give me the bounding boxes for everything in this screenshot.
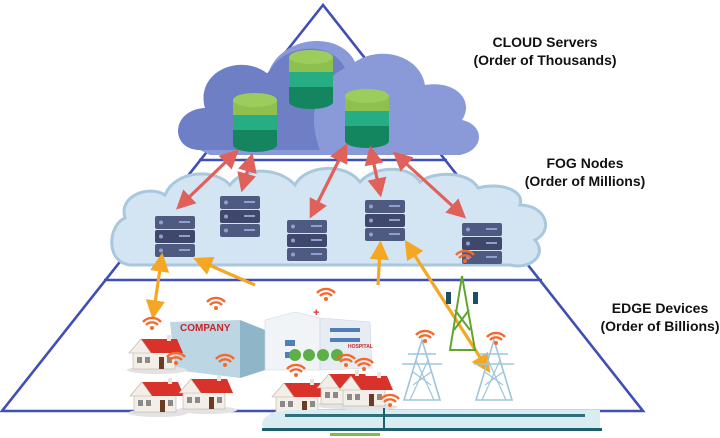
- fog-edge-links: [145, 239, 491, 374]
- cell-tower-icon: [446, 275, 478, 351]
- cloud-fog-arrow: [176, 149, 239, 210]
- cloud-fog-arrow: [392, 151, 467, 219]
- house-icon: [176, 374, 238, 415]
- fog-edge-arrow: [145, 252, 170, 320]
- fog-server-rack-icon: [365, 200, 405, 241]
- fog-server-rack-icon: [155, 216, 195, 257]
- wifi-icon: [141, 316, 163, 332]
- fog-edge-arrow: [404, 239, 491, 374]
- cloud-tier-scale: (Order of Thousands): [473, 52, 617, 68]
- train-icon: [262, 408, 602, 436]
- fog-server-rack-icon: [220, 196, 260, 237]
- cloud-fog-arrow: [237, 152, 257, 193]
- cloud-fog-arrow: [309, 143, 348, 219]
- fog-edge-arrow: [369, 240, 390, 286]
- fog-server-rack-icon: [462, 223, 502, 264]
- power-pylon-icon: [473, 339, 515, 401]
- cloud-tier-label: CLOUD Servers (Order of Thousands): [460, 33, 630, 69]
- power-pylon-icon: [401, 339, 443, 401]
- cloud-tier-name: CLOUD Servers: [492, 34, 598, 50]
- wifi-icon: [414, 329, 436, 345]
- fog-tier-label: FOG Nodes (Order of Millions): [505, 154, 665, 190]
- company-sign: COMPANY: [180, 323, 231, 334]
- edge-tier-name: EDGE Devices: [611, 300, 709, 316]
- wifi-icon: [315, 287, 337, 303]
- edge-tier: COMPANY + HOSPITAL: [126, 249, 602, 436]
- cloud-tier: [178, 40, 480, 156]
- hospital-icon: + HOSPITAL: [264, 307, 373, 371]
- cloud-database-server-icon: [345, 89, 389, 148]
- edge-tier-scale: (Order of Billions): [600, 318, 720, 334]
- cloud-fog-arrow: [364, 145, 387, 198]
- wifi-icon: [205, 296, 227, 312]
- fog-tier-scale: (Order of Millions): [524, 173, 646, 189]
- fog-server-rack-icon: [287, 220, 327, 261]
- cloud-fog-links: [176, 143, 467, 219]
- fog-tier-name: FOG Nodes: [546, 155, 624, 171]
- edge-tier-label: EDGE Devices (Order of Billions): [595, 299, 720, 335]
- fog-edge-arrow: [193, 257, 256, 287]
- cloud-database-server-icon: [233, 93, 277, 152]
- hospital-cross-icon: +: [313, 307, 319, 319]
- wifi-icon: [485, 331, 507, 347]
- hospital-sign: HOSPITAL: [348, 344, 373, 350]
- company-building-icon: COMPANY: [170, 320, 265, 378]
- cloud-database-server-icon: [289, 50, 333, 109]
